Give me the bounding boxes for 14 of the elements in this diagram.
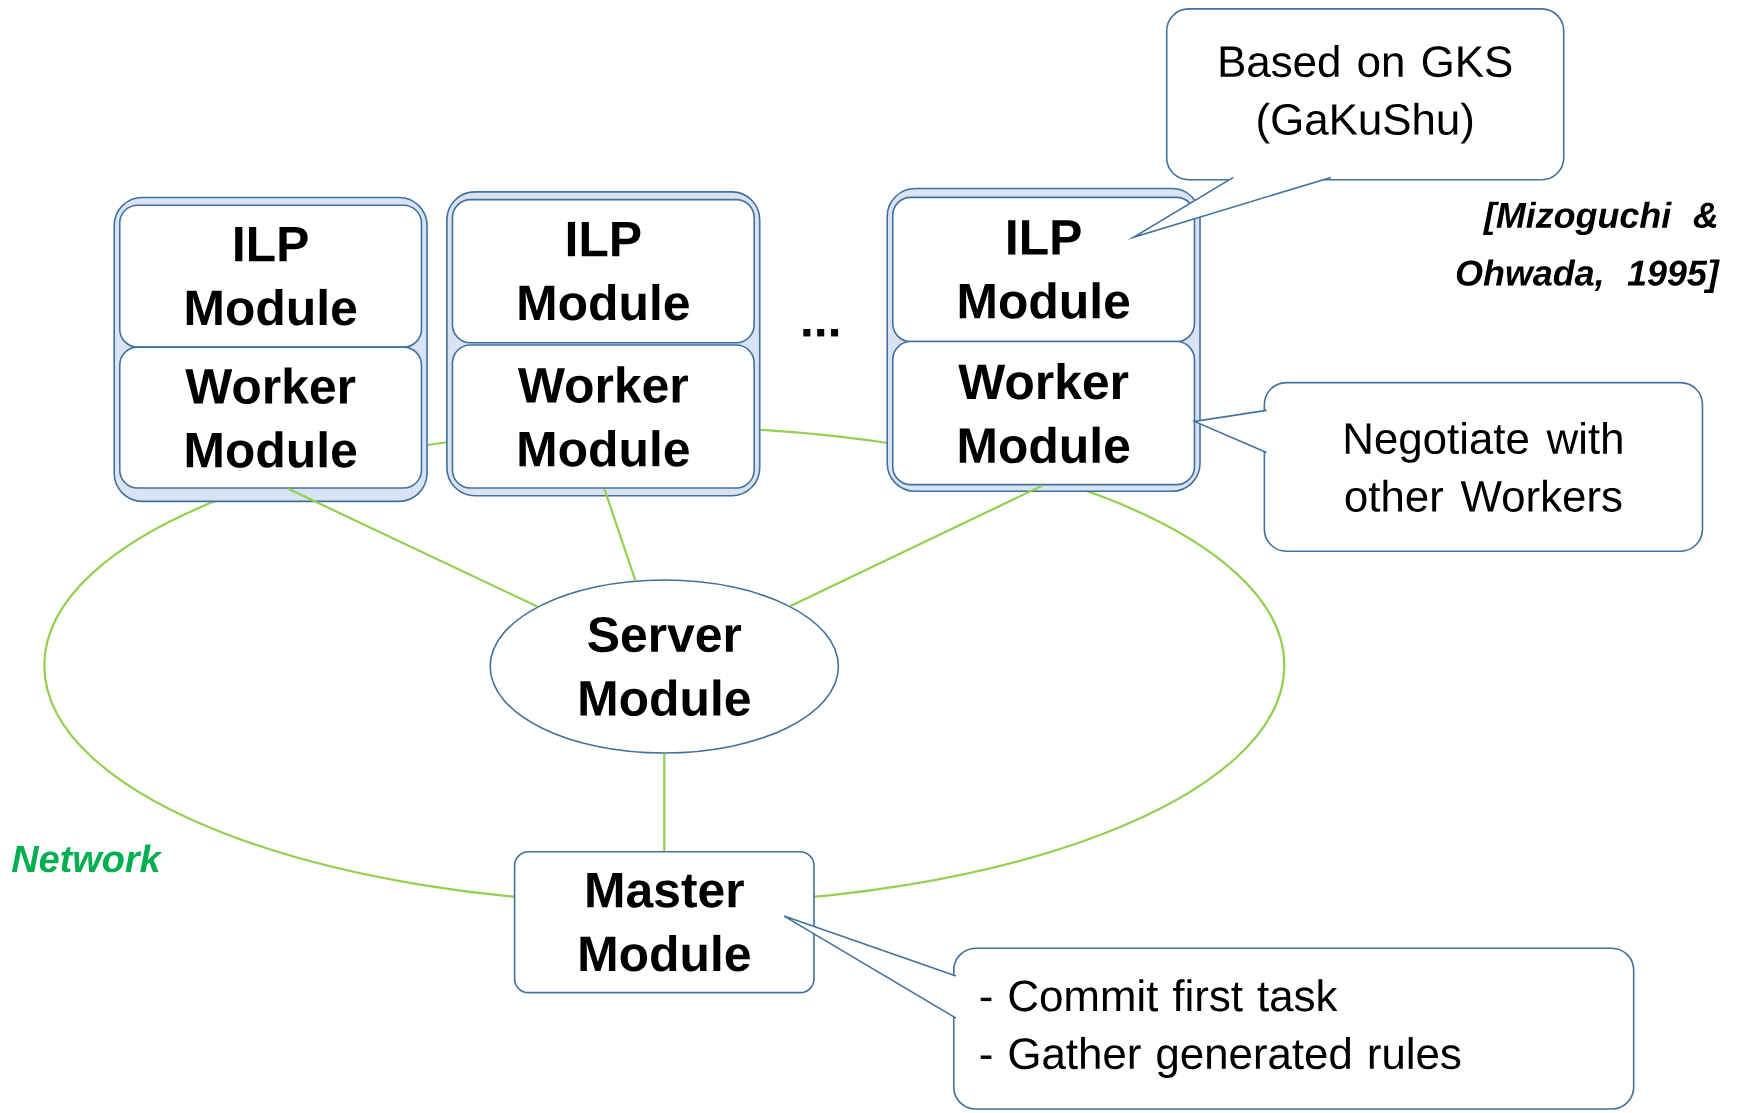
connector-line <box>790 484 1043 608</box>
dots-text: ... <box>803 329 839 337</box>
module-box: Worker Module <box>118 346 423 489</box>
module-box: Worker Module <box>891 340 1196 486</box>
module-box: ILP Module <box>891 196 1196 343</box>
network-label: Network <box>11 844 163 873</box>
connector-line <box>287 487 538 608</box>
connector-line <box>663 753 666 851</box>
connector-line <box>603 488 637 581</box>
callout-box: Negotiate with other Workers <box>1191 381 1704 552</box>
callout-box: - Commit first task - Gather generated rules <box>783 915 1635 1110</box>
module-box: Worker Module <box>451 344 755 489</box>
module-box: ILP Module <box>118 204 423 348</box>
module-box: ILP Module <box>451 198 755 344</box>
